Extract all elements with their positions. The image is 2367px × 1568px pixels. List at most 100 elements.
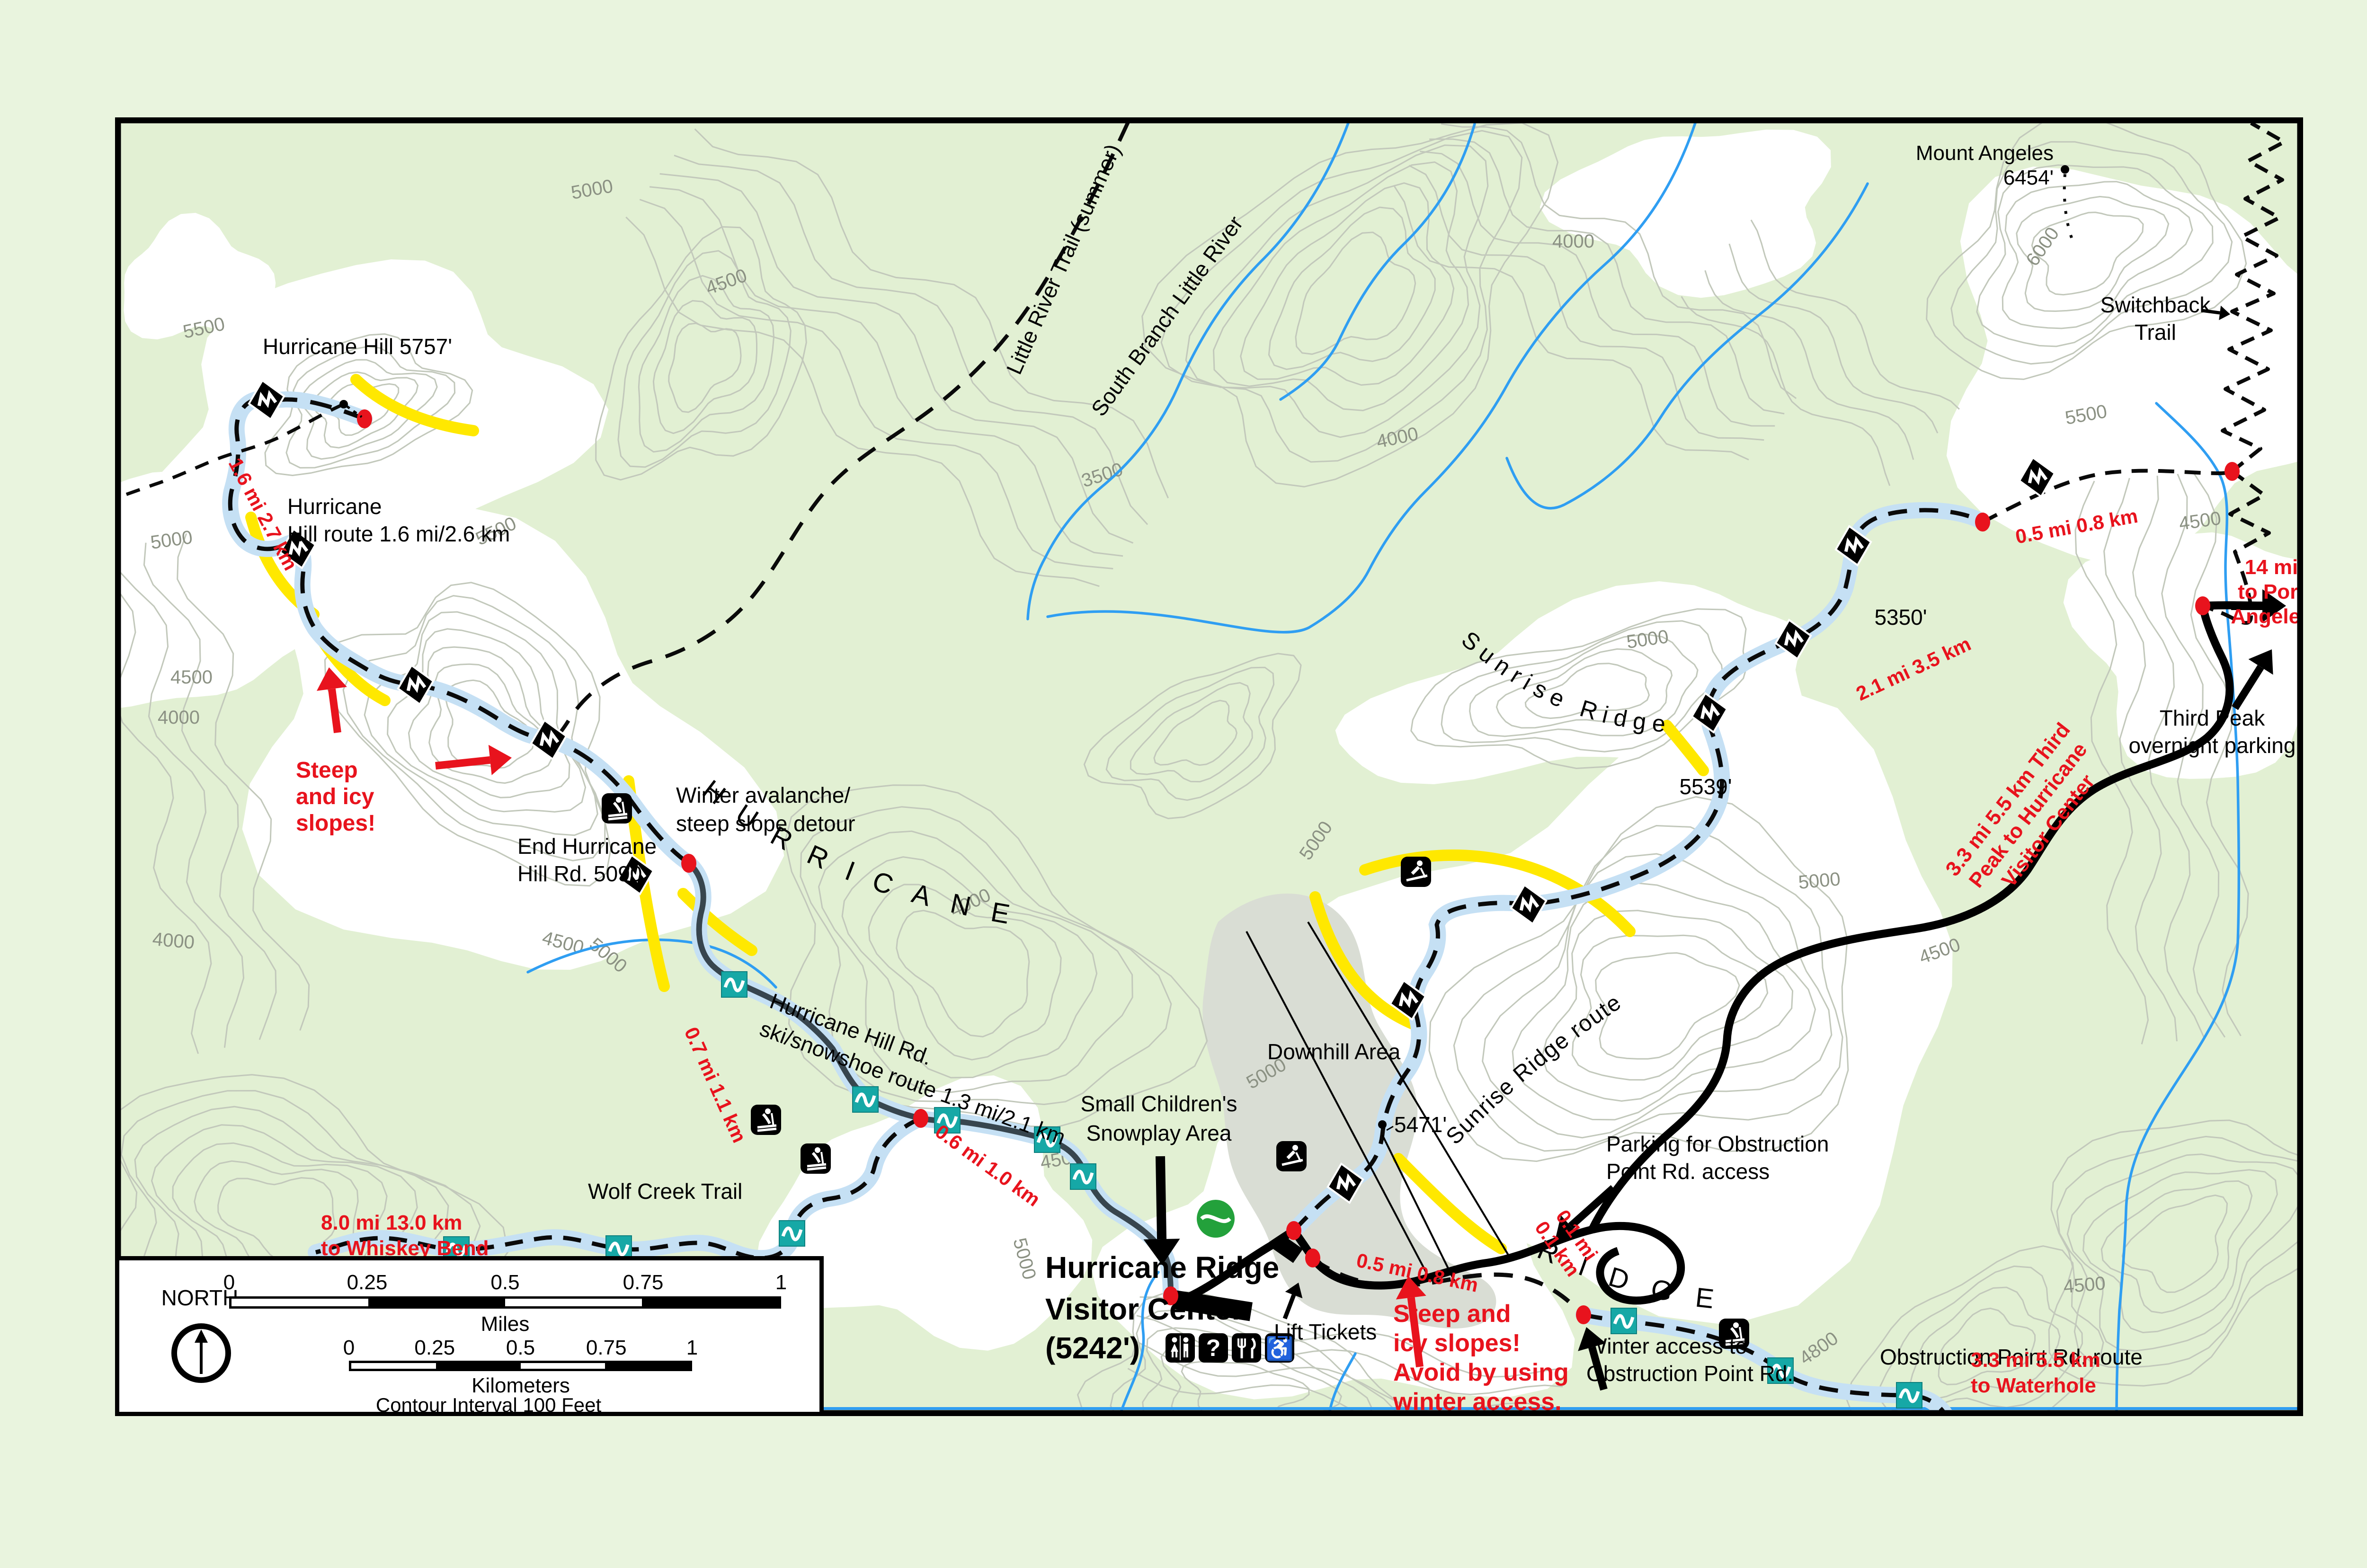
kilometers-tick: 0: [343, 1336, 355, 1359]
creek-crossing-marker-icon: [721, 971, 747, 998]
steep-slope-warning-marker-icon: [1389, 979, 1427, 1021]
miles-tick: 0.5: [490, 1271, 520, 1294]
downhill-area-label: Downhill Area: [1267, 1039, 1401, 1064]
winter-access-arrow: [1578, 1327, 1608, 1391]
ski-lift-line: [1246, 931, 1432, 1282]
trail-junction-dot: [2225, 462, 2240, 481]
cross-country-skier-icon: [1719, 1319, 1749, 1349]
hurricane-ridge-road-north: [1588, 601, 2272, 1231]
winter-avalanche-detour-label: Winter avalanche/steep slope detour: [676, 783, 855, 836]
creek-crossing-marker-icon: [1034, 1126, 1060, 1153]
wolf-creek-trail: [315, 1116, 922, 1260]
steep-slope-warning-marker-icon: [397, 664, 435, 706]
road-exit-arrow: [2231, 589, 2286, 622]
steep-slope-warning-marker-icon: [248, 379, 285, 421]
steep-slope-warning-marker-icon: [1510, 884, 1548, 925]
wolf-creek-trail-label: Wolf Creek Trail: [588, 1179, 742, 1204]
steep-slope-warning-marker-icon: [1326, 1162, 1364, 1204]
steep-slope-warning-marker-icon: [279, 528, 317, 569]
contour-label: 5000: [1797, 868, 1841, 893]
hurricane-hill-summit-label: Hurricane Hill 5757': [263, 334, 452, 359]
snowplay-area-icon: [1197, 1200, 1235, 1238]
ski-lift-line: [1307, 921, 1513, 1261]
obstruction-parking-arrow: [1555, 1185, 1616, 1240]
spot-5539-label: 5539': [1679, 774, 1732, 799]
steep-icy-west-arrow-1: [317, 667, 347, 734]
scale-bar-segment: [351, 1363, 436, 1369]
lift-tickets-arrow: [1282, 1283, 1303, 1320]
steep-slope-warning-marker-icon: [2018, 456, 2056, 498]
steep-icy-east-arrow: [1396, 1276, 1426, 1367]
scale-bar-segment: [605, 1363, 690, 1369]
summit-point-dot: [339, 400, 348, 408]
miles-caption: Miles: [481, 1312, 530, 1336]
contour-label: 4000: [158, 707, 200, 728]
switchback-trail-upper: [2221, 121, 2286, 473]
north-label: NORTH: [161, 1285, 239, 1310]
downhill-ski-area-shading: [1202, 894, 1496, 1329]
scale-bar-segment: [505, 1299, 642, 1306]
lift-tickets-label: Lift Tickets: [1274, 1320, 1377, 1344]
contour-label: 4500: [2063, 1273, 2106, 1297]
hurricane-hill-summer-trail: [115, 402, 345, 500]
summit-point-dot: [2061, 165, 2069, 174]
switchback-pointer-arrow: [2201, 305, 2230, 320]
miles-tick: 0.25: [347, 1271, 388, 1294]
snowplay-arrow: [1143, 1156, 1180, 1265]
spot-5471-label: 5471': [1394, 1112, 1447, 1137]
creek-crossing-marker-icon: [934, 1107, 961, 1134]
contour-label: 4500: [170, 667, 213, 688]
kilometers-tick: 1: [686, 1336, 698, 1359]
miles-tick: 1: [775, 1271, 787, 1294]
compass-icon: [171, 1323, 231, 1383]
trail-junction-dot: [1286, 1221, 1301, 1240]
ski-lift-line: [1381, 1134, 1456, 1282]
spot-leader: [1386, 1125, 1394, 1131]
cross-country-skier-icon: [801, 1143, 831, 1174]
obstruction-route-label: Obstruction Point Rd. route: [1880, 1345, 2143, 1369]
miles-tick: 0.75: [623, 1271, 664, 1294]
scale-bar-segment: [231, 1299, 368, 1306]
cross-country-skier-icon: [602, 793, 632, 824]
creek-crossing-marker-icon: [1070, 1163, 1096, 1190]
svg-text:♿: ♿: [1265, 1336, 1294, 1362]
kilometers-tick: 0.75: [586, 1336, 627, 1359]
contour-label: 4000: [151, 929, 195, 953]
svg-text:?: ?: [1206, 1335, 1221, 1361]
map-frame: [115, 117, 2303, 1416]
cross-country-skier-icon: [751, 1105, 781, 1135]
scale-bar-segment: [436, 1363, 521, 1369]
downhill-skier-icon: [1401, 857, 1431, 887]
lift-tickets-building: [1272, 1234, 1303, 1263]
contour-interval-note: Contour Interval 100 Feet: [375, 1394, 602, 1416]
ridge-connector-trail: [1982, 469, 2233, 524]
third-peak-arrow: [2232, 649, 2273, 710]
kilometers-scale-bar: [349, 1361, 692, 1371]
creek-crossing-marker-icon: [1767, 1357, 1794, 1384]
steep-slope-warning-marker-icon: [617, 854, 655, 895]
miles-scale-ticks: 0 0.25 0.5 0.75 1: [119, 1271, 819, 1294]
trail-junction-dot: [681, 854, 696, 873]
creek-crossing-marker-icon: [1611, 1308, 1637, 1334]
steep-slope-warning-marker-icon: [1834, 525, 1872, 567]
downhill-skier-icon: [1276, 1141, 1307, 1171]
miles-tick: 0: [223, 1271, 235, 1294]
trail-junction-dot: [1576, 1305, 1591, 1324]
contour-label: 4000: [1552, 231, 1594, 252]
trail-junction-dot: [357, 409, 372, 428]
kilometers-tick: 0.5: [506, 1336, 535, 1359]
food-service-icon: [1232, 1333, 1261, 1363]
summit-link: [346, 405, 363, 418]
